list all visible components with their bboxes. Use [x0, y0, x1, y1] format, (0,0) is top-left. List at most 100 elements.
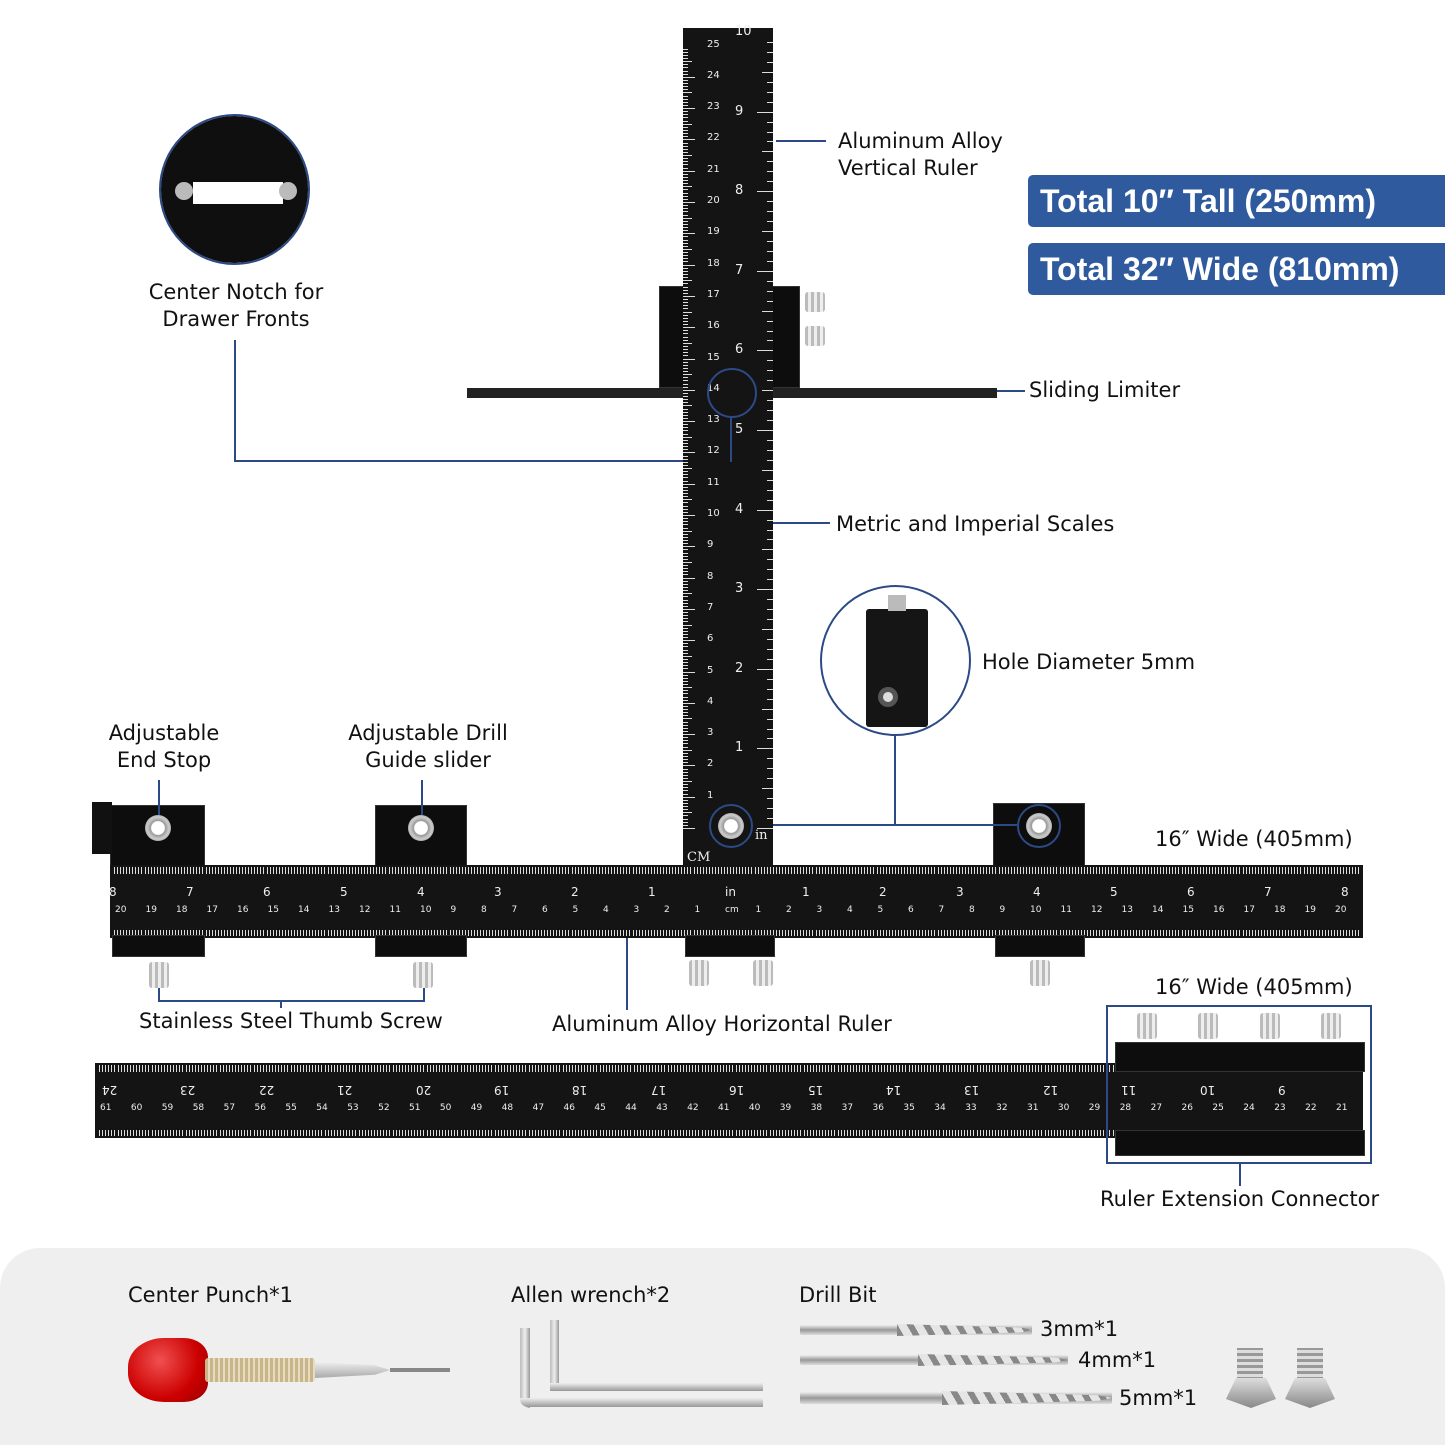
tick: [364, 1065, 366, 1072]
tick: [157, 1130, 159, 1136]
tick: [809, 1130, 811, 1136]
cm-tick: [683, 596, 688, 598]
tick: [914, 1130, 916, 1136]
cm-tick: [683, 339, 688, 341]
cm-tick: [683, 417, 688, 419]
inch-tick: [762, 151, 773, 153]
thumb-screw-icon[interactable]: [1137, 1013, 1157, 1039]
thumb-screw-icon[interactable]: [1321, 1013, 1341, 1039]
tick: [438, 1130, 440, 1136]
tick: [540, 1065, 542, 1072]
inch-tick: [767, 400, 773, 402]
tick: [398, 1130, 400, 1136]
tick: [553, 1065, 555, 1072]
cm-tick-label: 20: [1335, 905, 1347, 915]
cm-tick: [683, 781, 692, 783]
cm-tick-label: 61: [100, 1103, 112, 1113]
tick: [916, 930, 918, 936]
tick: [897, 867, 899, 874]
tick: [1109, 1130, 1111, 1136]
tick: [435, 1130, 437, 1136]
tick: [454, 1065, 456, 1072]
tick: [738, 1130, 740, 1136]
tick: [649, 1130, 651, 1136]
cm-tick-label: 53: [347, 1103, 359, 1113]
tick: [194, 1130, 196, 1136]
total-width-badge: Total 32″ Wide (810mm): [1028, 243, 1445, 295]
inch-tick: [767, 181, 773, 183]
cm-tick: [683, 730, 688, 732]
tick: [397, 867, 399, 874]
cm-tick: [683, 527, 688, 529]
tick: [556, 1065, 558, 1072]
tick: [485, 1065, 487, 1072]
tick: [340, 1065, 342, 1072]
tick: [669, 867, 671, 874]
tick: [951, 1130, 953, 1136]
thumb-screw-icon: [888, 595, 906, 611]
tick: [1096, 930, 1098, 936]
tick: [678, 867, 680, 874]
tick: [333, 867, 335, 874]
tick: [825, 1065, 827, 1072]
cm-tick: [683, 705, 688, 707]
extension-connector-block[interactable]: [1115, 1042, 1365, 1072]
cm-tick-label: 52: [378, 1103, 390, 1113]
tick: [1358, 867, 1360, 874]
tick: [309, 930, 311, 936]
tick: [1071, 930, 1073, 936]
inch-tick: [767, 728, 773, 730]
thumb-screw-icon[interactable]: [1198, 1013, 1218, 1039]
cm-tick: [683, 333, 688, 335]
tick: [1169, 930, 1171, 936]
thumb-screw-icon[interactable]: [689, 960, 709, 986]
thumb-screw-icon[interactable]: [753, 960, 773, 986]
tick: [309, 867, 311, 874]
tick: [784, 1130, 786, 1136]
cm-tick: [683, 405, 692, 407]
tick: [346, 1065, 348, 1072]
tick: [812, 1065, 814, 1072]
tick: [498, 930, 500, 936]
cm-tick: [683, 458, 688, 460]
thumb-screw-icon[interactable]: [413, 962, 433, 988]
thumb-screw-icon[interactable]: [1260, 1013, 1280, 1039]
tick: [1004, 1130, 1006, 1136]
tick: [120, 930, 122, 936]
thumb-screw-icon[interactable]: [149, 962, 169, 988]
tick: [1349, 867, 1351, 874]
tick: [858, 930, 860, 936]
leader-line: [280, 1000, 282, 1008]
tick: [961, 1130, 963, 1136]
tick: [339, 867, 341, 874]
inch-tick-label: 1: [648, 885, 656, 899]
tick: [315, 930, 317, 936]
tick: [856, 1130, 858, 1136]
tick: [132, 867, 134, 874]
cm-tick-label: 34: [934, 1103, 946, 1113]
tick: [672, 867, 674, 874]
tick: [1063, 1130, 1065, 1136]
tick: [726, 1130, 728, 1136]
cm-tick-label: 46: [563, 1103, 575, 1113]
tick: [139, 1130, 141, 1136]
tick: [989, 867, 991, 874]
tick: [425, 930, 427, 936]
tick: [382, 930, 384, 936]
hole-marker: [709, 804, 753, 848]
tick: [441, 1065, 443, 1072]
tick: [1260, 930, 1262, 936]
tick: [666, 867, 668, 874]
tick: [655, 1130, 657, 1136]
tick: [1114, 930, 1116, 936]
tick: [178, 867, 180, 874]
cm-tick: [683, 608, 695, 610]
thumb-screw-icon[interactable]: [1030, 960, 1050, 986]
tick: [336, 867, 338, 874]
tick: [225, 1065, 227, 1072]
tick: [120, 1130, 122, 1136]
tick: [876, 930, 878, 936]
cm-tick-label: 1: [707, 789, 714, 801]
tick: [1004, 930, 1006, 936]
tick: [992, 867, 994, 874]
